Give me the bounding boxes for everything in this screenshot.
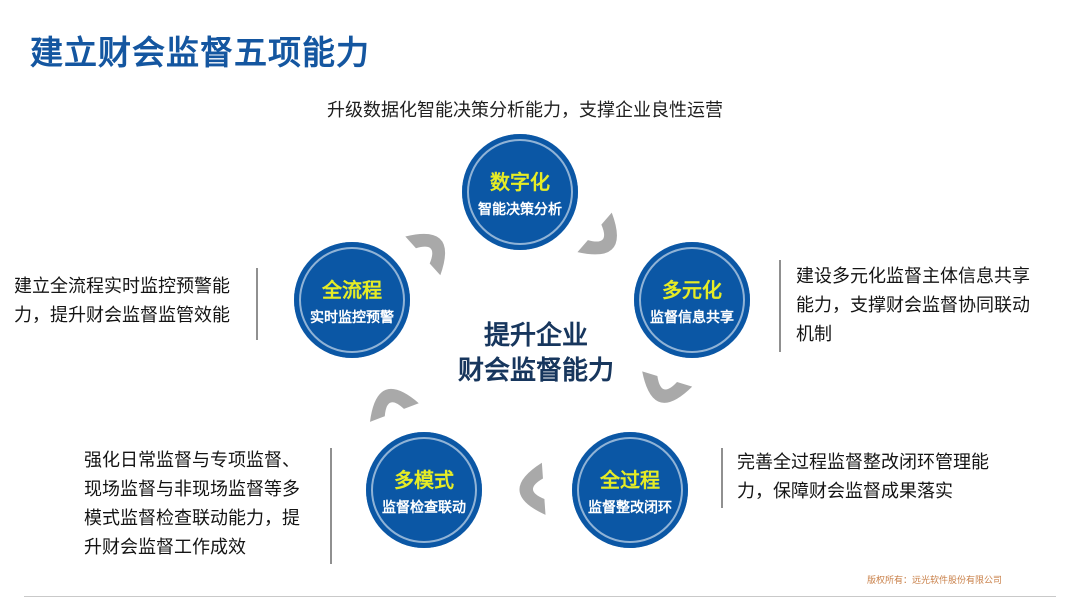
center-title-line1: 提升企业	[483, 320, 588, 350]
node-digitalization: 数字化 智能决策分析	[462, 134, 578, 250]
copyright-text: 版权所有：远光软件股份有限公司	[866, 575, 1002, 585]
annotation-bottom-left: 强化日常监督与专项监督、现场监督与非现场监督等多模式监督检查联动能力，提升财会监…	[84, 450, 300, 558]
node-whole-process: 全过程 监督整改闭环	[572, 432, 688, 548]
center-title-line2: 财会监督能力	[457, 355, 614, 386]
footer-divider	[24, 596, 1056, 597]
node-sublabel: 实时监控预警	[310, 308, 394, 325]
node-label: 多元化	[662, 279, 722, 302]
annotation-divider-bottom-right	[721, 448, 723, 508]
arrow-down-left-icon	[642, 371, 693, 403]
arrow-up-right-icon	[405, 233, 445, 276]
center-title: 提升企业 财会监督能力	[430, 318, 642, 388]
node-sublabel: 监督检查联动	[382, 498, 466, 515]
node-label: 多模式	[394, 469, 454, 492]
page-title: 建立财会监督五项能力	[30, 34, 370, 71]
arrow-left-icon	[519, 462, 546, 515]
arrow-down-right-icon	[577, 212, 617, 255]
annotation-bottom-right: 完善全过程监督整改闭环管理能力，保障财会监督成果落实	[737, 452, 989, 502]
node-multi-mode: 多模式 监督检查联动	[366, 432, 482, 548]
node-label: 全流程	[322, 279, 382, 302]
node-label: 全过程	[600, 469, 660, 492]
annotation-left: 建立全流程实时监控预警能力，提升财会监督监管效能	[14, 276, 230, 326]
node-sublabel: 监督信息共享	[650, 308, 734, 325]
node-sublabel: 智能决策分析	[478, 200, 562, 217]
node-label: 数字化	[490, 171, 550, 194]
node-sublabel: 监督整改闭环	[588, 498, 672, 515]
annotation-divider-left	[256, 268, 258, 340]
node-diversification: 多元化 监督信息共享	[634, 242, 750, 358]
annotation-top: 升级数据化智能决策分析能力，支撑企业良性运营	[327, 100, 723, 120]
annotation-divider-right	[779, 260, 781, 352]
node-full-flow: 全流程 实时监控预警	[294, 242, 410, 358]
arrow-up-left-icon	[369, 388, 419, 422]
annotation-right: 建设多元化监督主体信息共享能力，支撑财会监督协同联动机制	[796, 266, 1030, 345]
annotation-divider-bottom-left	[330, 448, 332, 564]
